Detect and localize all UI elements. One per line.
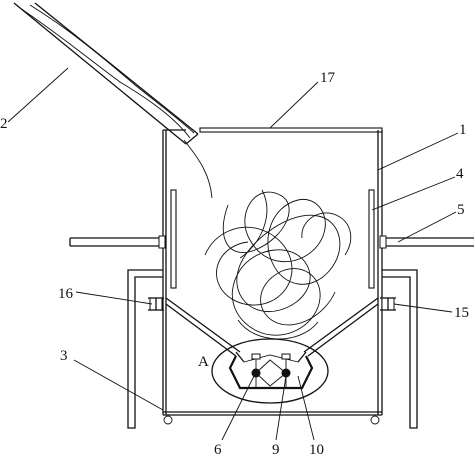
- hinge-left: [148, 297, 164, 311]
- callout-9: 9: [272, 442, 280, 458]
- callout-labels: 2 1 17 4 5 3 16 15 6 9 10 A: [0, 70, 469, 458]
- callout-4: 4: [456, 166, 464, 182]
- rotor-right: [281, 368, 291, 378]
- feed-chute: [13, 2, 213, 199]
- main-barrel: [162, 129, 383, 416]
- stirring-paddles: [170, 189, 375, 289]
- callout-3: 3: [60, 348, 68, 364]
- detail-ellipse: [211, 338, 329, 404]
- callout-5: 5: [457, 202, 465, 218]
- side-shafts: [69, 235, 474, 249]
- callout-1: 1: [459, 122, 467, 138]
- callout-15: 15: [454, 305, 469, 321]
- callout-17: 17: [320, 70, 336, 86]
- hinge-right: [380, 297, 396, 311]
- support-frame: [127, 269, 418, 429]
- callout-10: 10: [309, 442, 324, 458]
- rotor-left: [251, 368, 261, 378]
- tangled-material: [204, 189, 352, 340]
- leader-lines: [7, 67, 459, 441]
- callout-2: 2: [0, 116, 8, 132]
- discharge-assembly: [228, 351, 314, 390]
- callout-16: 16: [58, 286, 74, 302]
- detail-marker-a: A: [198, 354, 209, 370]
- callout-6: 6: [214, 442, 222, 458]
- top-cover: [199, 127, 383, 133]
- hopper-plates: [165, 297, 379, 357]
